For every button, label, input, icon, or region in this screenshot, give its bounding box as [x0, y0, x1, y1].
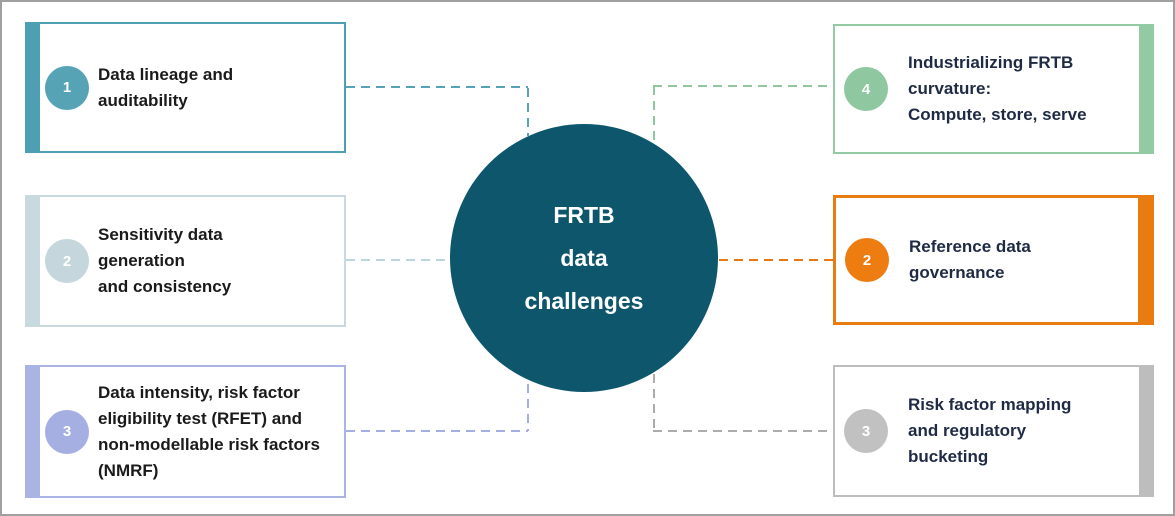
- card-frtb-curvature: 4 Industrializing FRTB curvature: Comput…: [833, 24, 1154, 154]
- connector-lineage-horizontal: [346, 86, 528, 88]
- card-data-lineage: 1 Data lineage and auditability: [25, 22, 346, 153]
- card-label: Industrializing FRTB curvature: Compute,…: [908, 53, 1087, 124]
- accent-bar: [1139, 367, 1152, 495]
- card-data-intensity: 3 Data intensity, risk factor eligibilit…: [25, 365, 346, 498]
- connector-intensity-horizontal: [346, 430, 528, 432]
- card-label: Sensitivity data generation and consiste…: [98, 225, 232, 296]
- accent-bar: [27, 197, 40, 325]
- card-label: Data intensity, risk factor eligibility …: [98, 382, 320, 480]
- connector-curvature-horizontal: [653, 85, 833, 87]
- card-risk-factor-mapping: 3 Risk factor mapping and regulatory buc…: [833, 365, 1154, 497]
- number-badge: 3: [844, 409, 888, 453]
- connector-intensity-vertical: [527, 384, 529, 431]
- number-badge: 2: [845, 238, 889, 282]
- accent-bar: [1138, 198, 1151, 322]
- card-sensitivity-data: 2 Sensitivity data generation and consis…: [25, 195, 346, 327]
- diagram-title: FRTB data challenges: [524, 201, 644, 314]
- accent-bar: [1139, 26, 1152, 152]
- number-badge: 4: [844, 67, 888, 111]
- card-label: Risk factor mapping and regulatory bucke…: [908, 395, 1072, 466]
- center-hub-circle: FRTB data challenges: [450, 124, 718, 392]
- connector-sensitivity-horizontal: [346, 259, 453, 261]
- card-label: Data lineage and auditability: [98, 64, 234, 110]
- number-badge: 2: [45, 239, 89, 283]
- connector-reference-horizontal: [719, 259, 834, 261]
- card-reference-data: 2 Reference data governance: [833, 195, 1154, 325]
- accent-bar: [27, 24, 40, 151]
- accent-bar: [27, 367, 40, 496]
- card-label: Reference data governance: [909, 237, 1031, 282]
- number-badge: 3: [45, 409, 89, 454]
- connector-lineage-vertical: [527, 88, 529, 136]
- connector-mapping-vertical: [653, 374, 655, 431]
- number-badge: 1: [45, 65, 89, 110]
- connector-curvature-vertical: [653, 86, 655, 142]
- connector-mapping-horizontal: [653, 430, 833, 432]
